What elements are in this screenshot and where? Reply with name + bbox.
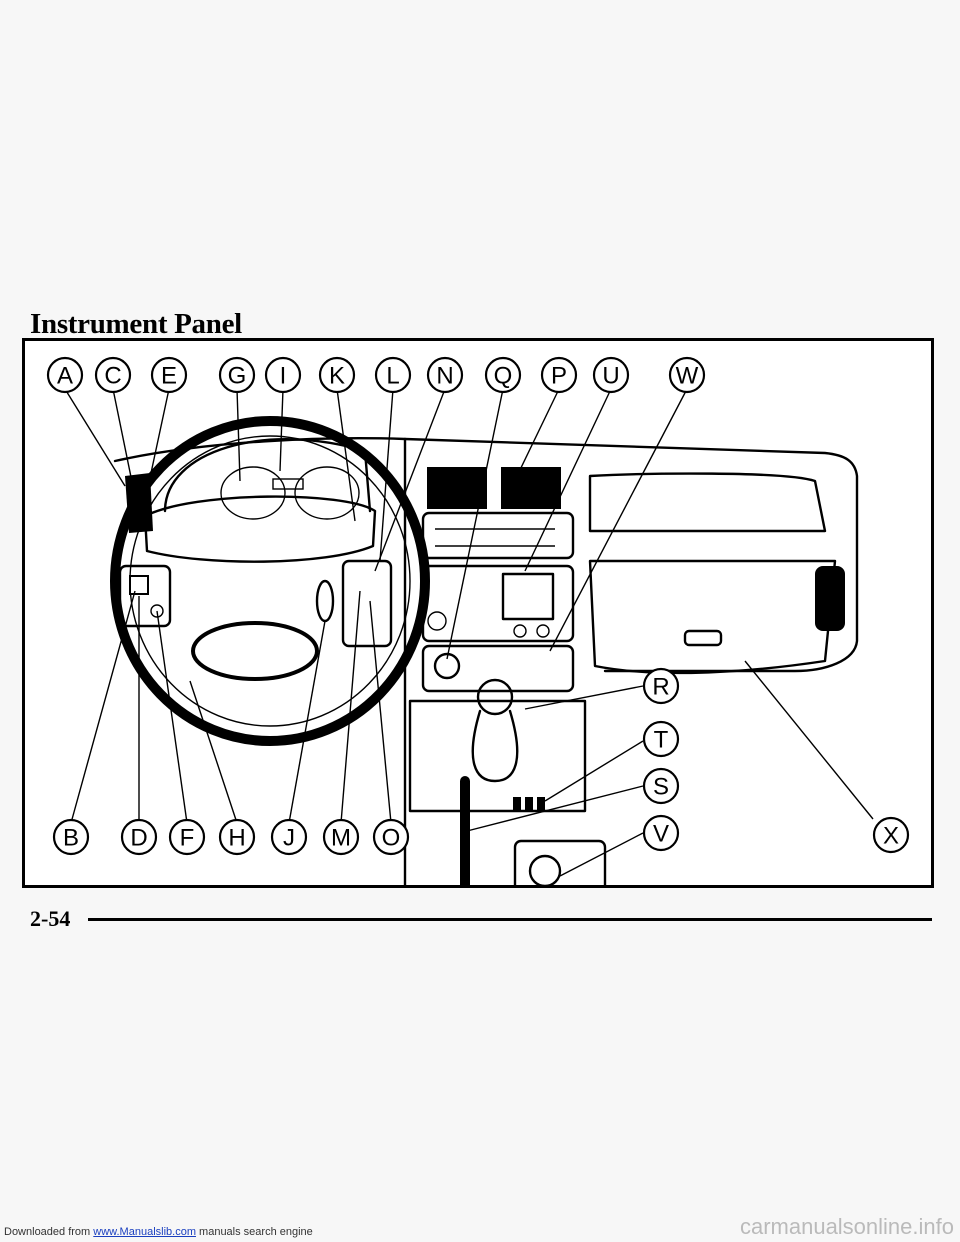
callout-m: M: [322, 818, 360, 856]
svg-text:P: P: [551, 363, 567, 390]
svg-text:E: E: [161, 363, 177, 390]
callout-l: L: [374, 356, 412, 394]
callout-d: D: [120, 818, 158, 856]
callout-u: U: [592, 356, 630, 394]
callout-w: W: [668, 356, 706, 394]
callout-r: R: [642, 667, 680, 705]
svg-text:Q: Q: [494, 363, 513, 390]
callout-k: K: [318, 356, 356, 394]
callout-q: Q: [484, 356, 522, 394]
svg-text:I: I: [280, 363, 287, 390]
callout-x: X: [872, 816, 910, 854]
dashboard-illustration: [110, 416, 859, 885]
svg-text:T: T: [654, 727, 669, 754]
callout-c: C: [94, 356, 132, 394]
callout-e: E: [150, 356, 188, 394]
callout-n: N: [426, 356, 464, 394]
instrument-panel-drawing: A C E G I K L N Q: [46, 356, 910, 885]
callout-h: H: [218, 818, 256, 856]
svg-text:L: L: [386, 363, 399, 390]
svg-text:U: U: [602, 363, 619, 390]
page-number: 2-54: [30, 906, 71, 931]
svg-text:B: B: [63, 825, 79, 852]
svg-text:A: A: [57, 363, 73, 390]
svg-text:F: F: [180, 825, 195, 852]
callout-g: G: [218, 356, 256, 394]
callout-f: F: [168, 818, 206, 856]
footer-rule: [88, 918, 932, 921]
callout-v: V: [642, 814, 680, 852]
svg-text:W: W: [676, 363, 699, 390]
svg-text:D: D: [130, 825, 147, 852]
svg-text:M: M: [331, 825, 351, 852]
svg-text:N: N: [436, 363, 453, 390]
callout-j: J: [270, 818, 308, 856]
svg-text:J: J: [283, 825, 295, 852]
manualslib-link[interactable]: www.Manualslib.com: [93, 1226, 196, 1238]
callout-labels-top: A C E G I K L N Q: [46, 356, 706, 394]
callout-i: I: [264, 356, 302, 394]
callout-s: S: [642, 767, 680, 805]
callout-b: B: [52, 818, 90, 856]
svg-text:K: K: [329, 363, 345, 390]
download-suffix: manuals search engine: [195, 1226, 313, 1238]
svg-text:R: R: [652, 674, 669, 701]
svg-text:X: X: [883, 823, 899, 850]
callout-a: A: [46, 356, 84, 394]
svg-text:C: C: [104, 363, 121, 390]
callout-labels-right: R T S V X: [642, 667, 910, 854]
watermark: carmanualsonline.info: [739, 1214, 954, 1239]
leader-lines: [64, 388, 874, 877]
svg-text:O: O: [382, 825, 401, 852]
callout-labels-bottom: B D F H J M O: [52, 818, 410, 856]
svg-text:G: G: [228, 363, 247, 390]
callout-p: P: [540, 356, 578, 394]
svg-text:S: S: [653, 774, 669, 801]
download-footer: Downloaded from www.Manualslib.com manua…: [4, 1226, 313, 1238]
svg-text:V: V: [653, 821, 669, 848]
callout-o: O: [372, 818, 410, 856]
download-prefix: Downloaded from: [4, 1226, 94, 1238]
svg-text:H: H: [228, 825, 245, 852]
instrument-panel-figure: A C E G I K L N Q: [22, 338, 934, 888]
callout-t: T: [642, 720, 680, 758]
page-title: Instrument Panel: [30, 308, 242, 340]
